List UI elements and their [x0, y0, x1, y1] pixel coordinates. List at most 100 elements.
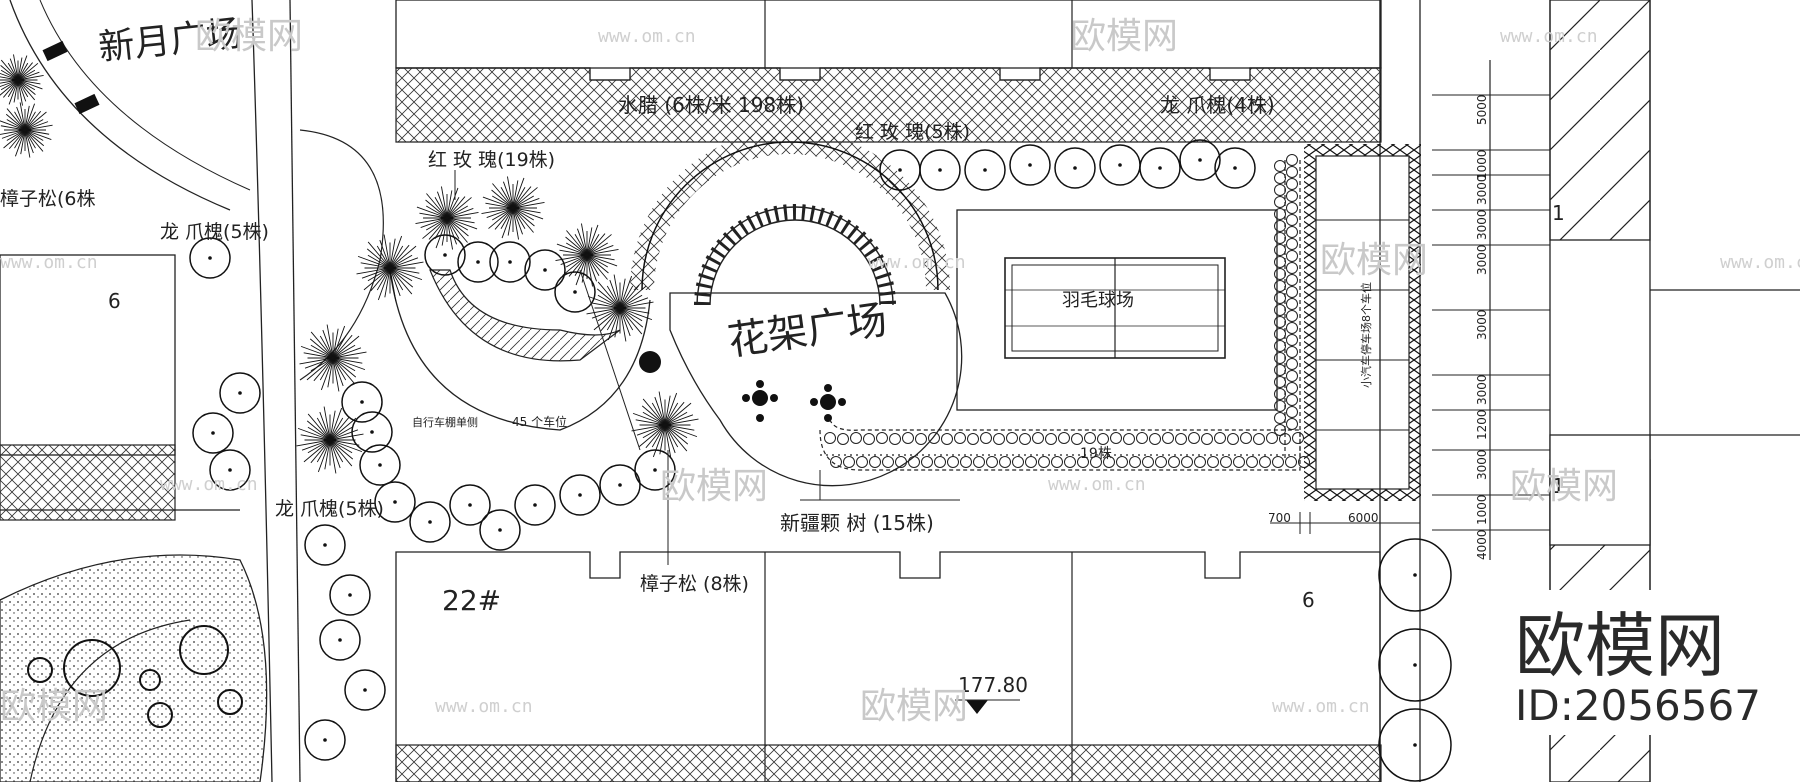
round-tree-icon: [1099, 144, 1141, 186]
watermark-url-2: www.om.cn: [1500, 26, 1598, 47]
round-tree-icon: [341, 381, 383, 423]
badminton-label: 羽毛球场: [1062, 290, 1134, 311]
rose-shrub-icon: [1207, 456, 1219, 468]
leader-lines: [454, 170, 960, 565]
round-tree-icon: [524, 249, 566, 291]
rose-shrub-group: [824, 154, 1310, 468]
rose-shrub-icon: [1175, 433, 1187, 445]
watermark-url-3: www.om.cn: [0, 252, 98, 273]
rose-shrub-icon: [1201, 433, 1213, 445]
rose-shrub-icon: [1246, 456, 1258, 468]
watermark-url-6: www.om.cn: [160, 474, 258, 495]
rose-shrub-icon: [889, 433, 901, 445]
rose-shrub-icon: [1286, 226, 1298, 238]
dimension-column: 5000100030003000300030003000120030001000…: [1432, 60, 1550, 560]
dragon-claw-5a-label: 龙 爪槐(5株): [160, 221, 269, 243]
rose-shrub-icon: [1286, 286, 1298, 298]
rose-shrub-icon: [1162, 432, 1174, 444]
bike-count-label: 45 个车位: [512, 414, 567, 429]
rose-shrub-icon: [1298, 456, 1310, 468]
pine-tree-icon: [0, 102, 53, 158]
watermark-url-4: www.om.cn: [868, 252, 966, 273]
rose-shrub-icon: [856, 456, 868, 468]
rose-shrub-icon: [1286, 274, 1298, 286]
rose-shrub-icon: [1274, 172, 1286, 184]
rose-shrub-icon: [1274, 244, 1286, 256]
rose-shrub-icon: [1149, 433, 1161, 445]
rose-shrub-icon: [1274, 364, 1286, 376]
rose-shrub-icon: [1077, 456, 1089, 468]
watermark-brand-1: 欧模网: [195, 16, 303, 57]
elevation-marker: 177.80: [955, 673, 1028, 714]
rose-shrub-icon: [876, 432, 888, 444]
brand-logo-text: 欧模网: [1515, 605, 1725, 687]
rose-shrub-icon: [1274, 196, 1286, 208]
rose-shrub-icon: [1006, 432, 1018, 444]
dimension-label: 4000: [1475, 529, 1489, 560]
hedge-strip-top: [395, 67, 1382, 143]
bike-shed-label: 自行车棚单侧: [412, 415, 478, 429]
pine-6-label: 樟子松(6株: [0, 188, 96, 210]
rose-shrub-icon: [1051, 456, 1063, 468]
rose-shrub-icon: [1084, 432, 1096, 444]
car-parking: 小汽车停车场8个车位: [1304, 144, 1421, 501]
rose-shrub-icon: [863, 433, 875, 445]
rose-shrub-icon: [1286, 358, 1298, 370]
round-tree-icon: [359, 444, 401, 486]
rose-shrub-icon: [1286, 166, 1298, 178]
rose-shrub-icon: [993, 433, 1005, 445]
round-tree-icon: [634, 449, 676, 491]
dimension-700-label: 700: [1268, 511, 1291, 525]
round-tree-icon: [424, 234, 466, 276]
rose-shrub-icon: [1274, 316, 1286, 328]
rose-shrub-icon: [1274, 256, 1286, 268]
rose-shrub-icon: [1286, 334, 1298, 346]
pine-tree-icon: [481, 176, 545, 240]
round-tree-icon: [351, 411, 393, 453]
rose-shrub-icon: [1064, 456, 1076, 468]
rose-shrub-icon: [941, 433, 953, 445]
round-tree-icon: [329, 574, 371, 616]
rose-shrub-icon: [947, 456, 959, 468]
round-tree-icon: [599, 464, 641, 506]
rose-shrub-icon: [1155, 456, 1167, 468]
pine-tree-icon: [296, 406, 364, 474]
watermark-brand-5: 欧模网: [1510, 466, 1618, 507]
dimension-label: 3000: [1475, 244, 1489, 275]
dimension-label: 3000: [1475, 209, 1489, 240]
rose-shrub-icon: [1097, 433, 1109, 445]
round-tree-icon: [919, 149, 961, 191]
red-rose-5-label: 红 玫 瑰(5株): [855, 121, 970, 143]
hedge-label: 水腊 (6株/米 198株): [618, 93, 804, 117]
rose-shrub-icon: [1279, 433, 1291, 445]
rose-shrub-icon: [1274, 412, 1286, 424]
dimension-label: 3000: [1475, 374, 1489, 405]
dimension-label: 3000: [1475, 174, 1489, 205]
rose-shrub-icon: [1012, 456, 1024, 468]
bottom-left-garden: [0, 554, 268, 782]
dragon-claw-5b-label: 龙 爪槐(5株): [275, 498, 384, 520]
rose-shrub-icon: [1272, 456, 1284, 468]
round-tree-icon: [449, 484, 491, 526]
rose-shrub-icon: [1136, 432, 1148, 444]
watermarks: 欧模网 欧模网 欧模网 欧模网 欧模网 欧模网 欧模网 www.om.cn ww…: [0, 16, 1800, 727]
rose-shrub-icon: [837, 433, 849, 445]
rose-shrub-icon: [1129, 456, 1141, 468]
round-tree-icon: [514, 484, 556, 526]
rose-shrub-icon: [1286, 154, 1298, 166]
building-6-left: 6: [0, 254, 176, 521]
rose-shrub-icon: [967, 433, 979, 445]
rose-shrub-icon: [1266, 432, 1278, 444]
rose-shrub-icon: [954, 432, 966, 444]
rose-shrub-icon: [1274, 340, 1286, 352]
dimension-label: 3000: [1475, 449, 1489, 480]
rose-shrub-icon: [1220, 456, 1232, 468]
round-tree-icon: [1009, 144, 1051, 186]
dimension-label: 3000: [1475, 309, 1489, 340]
rose-shrub-icon: [986, 456, 998, 468]
round-tree-icon: [1054, 147, 1096, 189]
rose-shrub-icon: [1188, 432, 1200, 444]
rose-shrub-icon: [843, 456, 855, 468]
car-parking-label: 小汽车停车场8个车位: [1359, 282, 1373, 388]
